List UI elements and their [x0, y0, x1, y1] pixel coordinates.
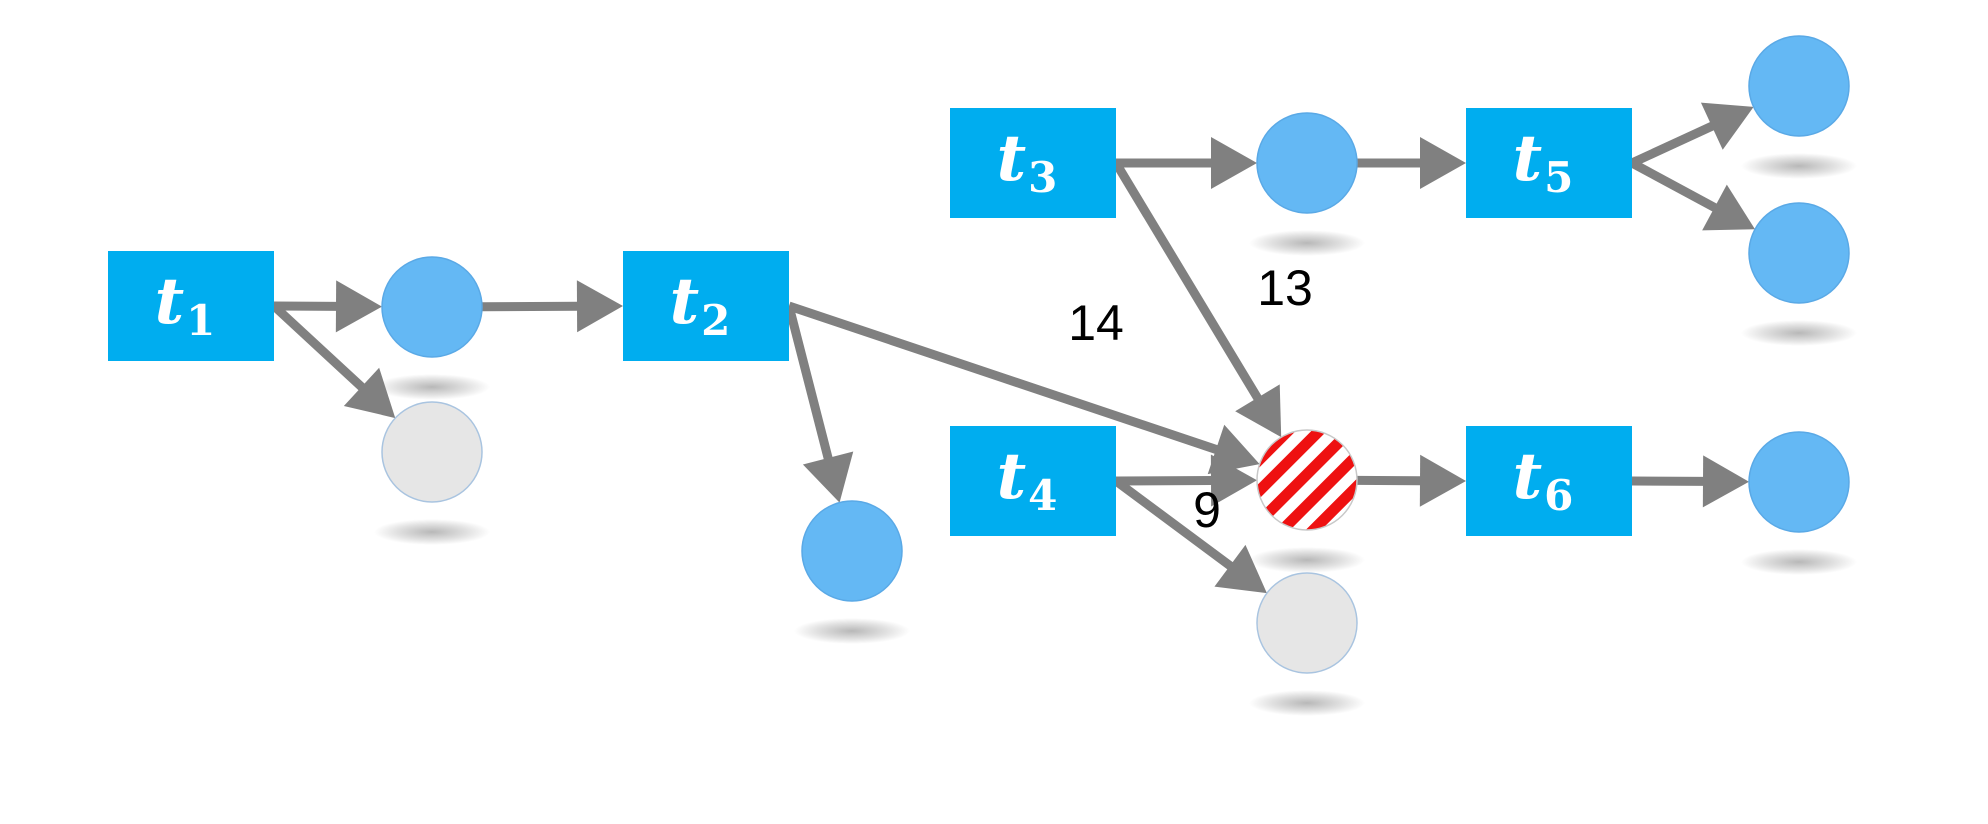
node-shadow: [374, 374, 490, 400]
node-n2-gray-circle: [381, 401, 483, 503]
arrow-t1-n2: [270, 302, 396, 419]
arrow-t5-n5: [1630, 102, 1754, 168]
arrow-head: [1702, 184, 1755, 231]
task-box: [950, 108, 1116, 218]
node-n5-blue-circle: [1748, 35, 1850, 137]
arrow-head: [1420, 137, 1466, 189]
node-shadow: [1249, 230, 1365, 256]
node-shadows: [374, 153, 1857, 716]
task-box: [1466, 426, 1632, 536]
arrow-n1-t2: [481, 280, 623, 333]
task-letter: t: [155, 264, 185, 339]
arrow-t5-n6: [1629, 159, 1755, 231]
arrow-shaft: [481, 301, 580, 312]
node-n1-blue-circle: [381, 256, 483, 358]
arrow-shaft: [1630, 121, 1716, 168]
task-label: t4: [997, 439, 1058, 520]
arrow-shaft: [784, 304, 833, 462]
arrow-shaft: [1115, 475, 1214, 486]
arrow-head: [1214, 544, 1267, 594]
arrow-t1-n1: [273, 280, 383, 333]
node-n7-hatched-circle: [1256, 429, 1358, 531]
arrow-head: [343, 367, 396, 419]
arrow-t3-n4: [1116, 137, 1257, 189]
node-shadow: [1741, 153, 1857, 179]
node-shadow: [794, 618, 910, 644]
arrow-shaft: [1113, 477, 1235, 571]
arrow-n7-t6: [1356, 454, 1466, 507]
nodes: [381, 35, 1850, 674]
task-letter: t: [1513, 121, 1543, 196]
task-t2: t2: [623, 251, 789, 361]
task-box: [623, 251, 789, 361]
arrow-head: [1210, 454, 1258, 507]
arrow-head: [1702, 455, 1750, 508]
arrow-head: [576, 280, 623, 333]
task-letter: t: [997, 439, 1027, 514]
arrow-head: [1419, 454, 1466, 507]
arrow-head: [1235, 384, 1282, 438]
node-n3-blue-circle: [801, 500, 903, 602]
task-label: t2: [670, 264, 731, 345]
arrow-shaft: [787, 301, 1220, 455]
edge-label-t4-n8: 9: [1193, 482, 1221, 538]
task-t5: t5: [1466, 108, 1632, 218]
arrow-head: [802, 451, 854, 503]
node-shadow: [1741, 549, 1857, 575]
arrow-t3-n7: [1112, 160, 1282, 438]
arrow-t4-n8: [1113, 477, 1267, 594]
node-n8-gray-circle: [1256, 572, 1358, 674]
edges: [270, 102, 1755, 594]
task-subscript: 1: [186, 296, 215, 345]
node-n6-blue-circle: [1748, 202, 1850, 304]
task-t3: t3: [950, 108, 1116, 218]
task-subscript: 2: [701, 296, 730, 345]
arrow-n4-t5: [1357, 137, 1466, 189]
task-t6: t6: [1466, 426, 1632, 536]
arrow-head: [1700, 102, 1754, 150]
node-n4-blue-circle: [1256, 112, 1358, 214]
arrow-t4-n7: [1115, 454, 1258, 507]
arrow-t6-n9: [1631, 455, 1750, 508]
arrow-head: [335, 280, 383, 333]
task-t1: t1: [108, 251, 274, 361]
node-shadow: [1249, 690, 1365, 716]
task-subscript: 4: [1028, 471, 1057, 520]
arrow-shaft: [270, 302, 367, 392]
node-shadow: [1249, 547, 1365, 573]
node-n9-blue-circle: [1748, 431, 1850, 533]
edge-label-t3-n7: 13: [1257, 260, 1313, 316]
task-subscript: 6: [1544, 471, 1573, 520]
arrow-shaft: [1112, 160, 1263, 402]
edge-labels: 14 13 9: [1068, 260, 1313, 538]
arrow-t2-n3: [784, 304, 854, 503]
task-letter: t: [670, 264, 700, 339]
arrow-head: [1211, 137, 1257, 189]
edge-label-t2-n7: 14: [1068, 295, 1124, 351]
arrow-shaft: [1629, 159, 1719, 213]
task-box: [1466, 108, 1632, 218]
node-shadow: [374, 519, 490, 545]
task-label: t3: [997, 121, 1058, 202]
task-letter: t: [1513, 439, 1543, 514]
task-t4: t4: [950, 426, 1116, 536]
task-label: t1: [155, 264, 216, 345]
task-label: t5: [1513, 121, 1574, 202]
node-shadow: [1741, 320, 1857, 346]
task-subscript: 5: [1544, 153, 1573, 202]
task-letter: t: [997, 121, 1027, 196]
task-subscript: 3: [1028, 153, 1057, 202]
task-box: [950, 426, 1116, 536]
task-label: t6: [1513, 439, 1574, 520]
task-box: [108, 251, 274, 361]
